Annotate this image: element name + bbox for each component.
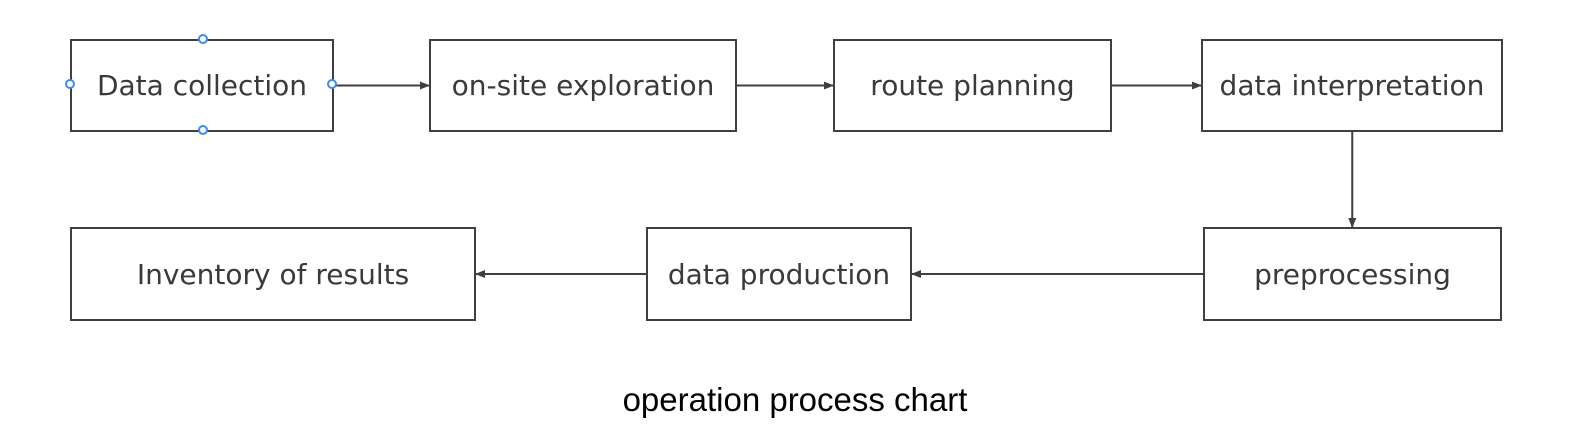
node-on-site-exploration[interactable]: on-site exploration	[429, 39, 737, 132]
node-label: data production	[667, 257, 891, 291]
node-label: on-site exploration	[451, 69, 715, 102]
node-data-production[interactable]: data production	[646, 227, 912, 321]
node-route-planning[interactable]: route planning	[833, 39, 1112, 132]
selection-handle-bottom[interactable]	[198, 125, 208, 135]
node-data-interpretation[interactable]: data interpretation	[1201, 39, 1503, 132]
node-inventory-of-results[interactable]: Inventory of results	[70, 227, 476, 321]
node-label: data interpretation	[1219, 69, 1485, 102]
node-label: preprocessing	[1254, 257, 1451, 291]
node-label: route planning	[870, 69, 1075, 102]
diagram-caption: operation process chart	[622, 381, 968, 418]
node-data-collection[interactable]: Data collection	[65, 34, 337, 135]
selection-handle-top[interactable]	[198, 34, 208, 44]
node-label: Data collection	[96, 69, 308, 102]
selection-handle-left[interactable]	[65, 79, 75, 89]
selection-handle-right[interactable]	[327, 79, 337, 89]
node-preprocessing[interactable]: preprocessing	[1203, 227, 1502, 321]
node-label: Inventory of results	[136, 257, 410, 291]
